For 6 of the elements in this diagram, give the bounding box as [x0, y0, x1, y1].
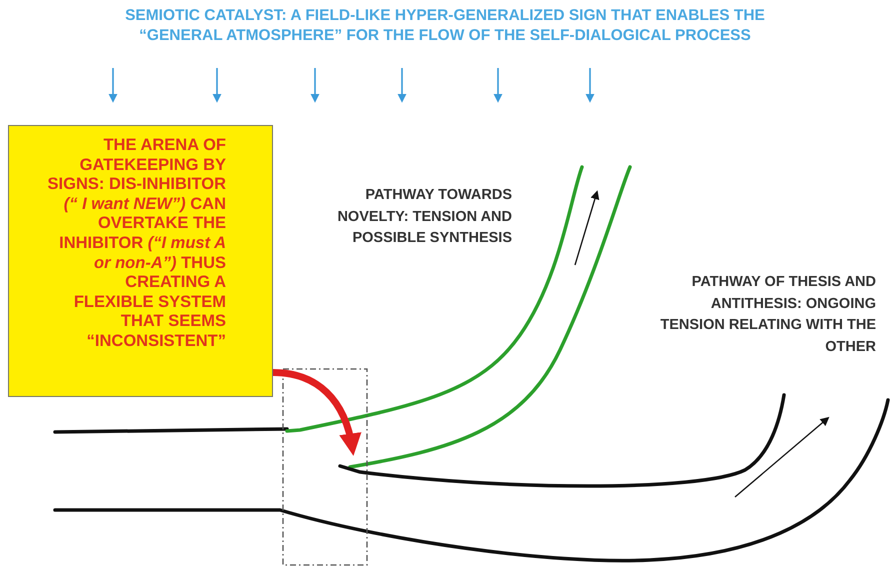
- pathway-label: PATHWAY TOWARDS NOVELTY: TENSION AND POSSIBLE SYNTHESIS: [336, 186, 512, 248]
- dash-dot-frame: [282, 368, 368, 566]
- pathway-label: PATHWAY OF THESIS AND ANTITHESIS: ONGOING TENSION RELATING WITH THE OTHER: [659, 273, 876, 356]
- note-box: THE ARENA OF GATEKEEPING BY SIGNS: DIS-INHIBITOR (“ I want NEW”) CAN OVERTAKE THE INHIBITOR (“I must A or non-A”) THUS CREATING A FLEXIBLE SYSTEM THAT SEEMS “INCONSISTENT”: [8, 125, 273, 397]
- title: SEMIOTIC CATALYST: A FIELD-LIKE HYPER-GENERALIZED SIGN THAT ENABLES THE “GENERAL ATMOSPHERE” FOR THE FLOW OF THE SELF-DIALOGICAL PROCESS: [124, 6, 766, 46]
- curved-arrow: [272, 369, 361, 456]
